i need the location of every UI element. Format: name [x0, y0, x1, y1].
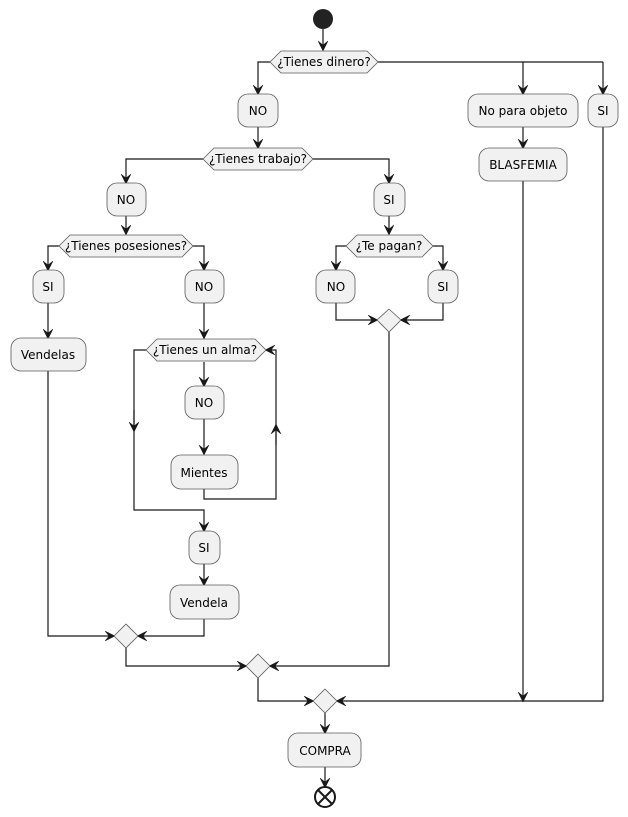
decision-dinero[interactable]: ¿Tienes dinero? [269, 50, 379, 74]
activity-posesiones-si[interactable]: SI [32, 269, 65, 304]
activity-posesiones-no[interactable]: NO [184, 269, 225, 304]
activity-vendela[interactable]: Vendela [169, 584, 240, 620]
decision-posesiones-label: ¿Tienes posesiones? [65, 239, 187, 253]
activity-dinero-si-label: SI [597, 104, 608, 118]
activity-pagan-si[interactable]: SI [427, 269, 459, 304]
activity-alma-no[interactable]: NO [184, 385, 225, 420]
activity-vendelas-label: Vendelas [21, 348, 75, 362]
decision-alma[interactable]: ¿Tienes un alma? [145, 338, 267, 362]
activity-compra-label: COMPRA [299, 744, 351, 758]
edge-pagan-to-no [336, 245, 346, 270]
activity-alma-si[interactable]: SI [188, 530, 221, 565]
decision-posesiones[interactable]: ¿Tienes posesiones? [58, 234, 194, 258]
edge-trabajo-to-no [126, 158, 203, 183]
end-node [314, 786, 336, 808]
activity-blasfemia[interactable]: BLASFEMIA [478, 147, 568, 182]
decision-dinero-label: ¿Tienes dinero? [277, 55, 370, 69]
activity-trabajo-si[interactable]: SI [373, 182, 406, 217]
edge-pagan-to-si [433, 245, 443, 270]
activity-trabajo-si-label: SI [383, 193, 394, 207]
edge-merge2-to-final-merge [257, 678, 313, 701]
activity-posesiones-si-label: SI [42, 280, 53, 294]
edge-trabajo-to-si [313, 158, 389, 183]
edge-posesiones-to-no [193, 245, 204, 270]
decision-trabajo-label: ¿Tienes trabajo? [209, 152, 307, 166]
start-node [313, 9, 333, 29]
edge-vendela-to-merge [138, 619, 205, 636]
edge-vendelas-to-merge [47, 371, 114, 636]
decision-pagan-label: ¿Te pagan? [356, 239, 423, 253]
activity-blasfemia-label: BLASFEMIA [489, 158, 557, 172]
activity-mientes[interactable]: Mientes [170, 454, 239, 490]
edge-pagan-no-to-merge [335, 303, 377, 320]
edge-mientes-loop-back [203, 350, 277, 500]
activity-trabajo-no-label: NO [117, 193, 135, 207]
activity-no-para-objeto[interactable]: No para objeto [467, 93, 579, 128]
activity-vendelas[interactable]: Vendelas [10, 337, 87, 372]
activity-pagan-no[interactable]: NO [315, 269, 356, 304]
merge-pagan [376, 308, 402, 333]
edge-pagan-si-to-merge [401, 303, 444, 320]
activity-pagan-no-label: NO [327, 280, 345, 294]
activity-trabajo-no[interactable]: NO [106, 182, 147, 217]
activity-posesiones-no-label: NO [195, 280, 213, 294]
activity-alma-no-label: NO [195, 396, 213, 410]
activity-compra[interactable]: COMPRA [287, 732, 362, 768]
activity-dinero-no-label: NO [249, 104, 267, 118]
edge-posesiones-to-si [48, 245, 59, 270]
activity-dinero-no[interactable]: NO [237, 93, 279, 128]
edge-merge1-to-merge2 [125, 648, 246, 666]
edge-alma-exit [133, 349, 204, 531]
edge-dinero-to-no [258, 61, 270, 94]
activity-alma-si-label: SI [198, 541, 209, 555]
decision-trabajo[interactable]: ¿Tienes trabajo? [202, 147, 314, 171]
edges [48, 29, 603, 787]
activity-no-para-objeto-label: No para objeto [479, 104, 568, 118]
activity-pagan-si-label: SI [437, 280, 448, 294]
activity-mientes-label: Mientes [180, 466, 227, 480]
decision-alma-label: ¿Tienes un alma? [153, 343, 257, 357]
decision-pagan[interactable]: ¿Te pagan? [345, 234, 434, 258]
merge-trabajo [245, 653, 271, 679]
edge-pagan-merge-to-merge2 [270, 332, 390, 666]
activity-vendela-label: Vendela [180, 596, 228, 610]
merge-dinero [312, 688, 338, 714]
merge-posesiones [113, 623, 139, 649]
edge-dinero-si-to-merge [337, 127, 604, 701]
activity-dinero-si[interactable]: SI [587, 93, 619, 128]
